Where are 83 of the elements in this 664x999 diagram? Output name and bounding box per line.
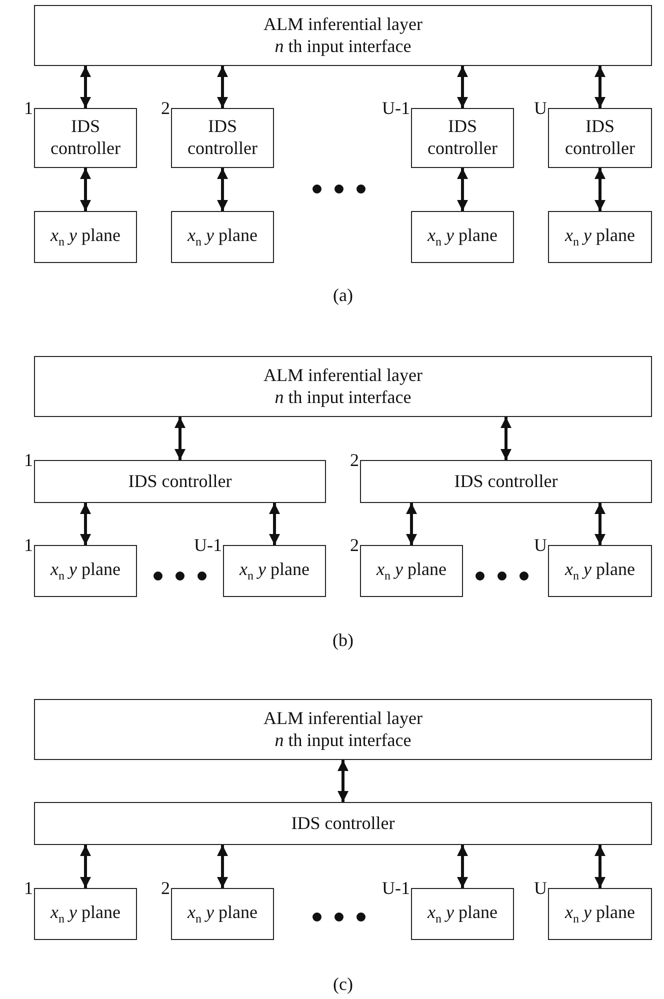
box-text: IDS controller: [50, 116, 122, 160]
process-box: [34, 5, 652, 66]
double-arrow: [338, 760, 348, 802]
double-arrow: [457, 66, 468, 108]
box-text: IDS controller: [291, 812, 395, 834]
box-text: x$_{n}$ y plane: [565, 225, 635, 249]
index-label: U: [534, 536, 547, 554]
process-box: [34, 460, 326, 503]
double-arrow: [217, 845, 228, 888]
box-text: x$_{n}$ y plane: [565, 559, 635, 583]
index-label: 2: [161, 879, 170, 897]
box-text: n th input interface: [274, 730, 412, 752]
box-text: IDS controller: [426, 116, 498, 160]
index-label: 1: [24, 879, 33, 897]
box-text: IDS controller: [564, 116, 636, 160]
double-arrow: [80, 168, 91, 211]
process-box: [171, 108, 274, 168]
process-box: [360, 460, 652, 503]
process-box: [548, 211, 652, 263]
double-arrow: [457, 845, 468, 888]
panel-caption: (a): [333, 286, 353, 304]
process-box: [411, 108, 514, 168]
process-box: [34, 108, 137, 168]
process-box: [548, 888, 652, 940]
box-text: x$_{n}$ y plane: [428, 225, 498, 249]
box-text: x$_{n}$ y plane: [50, 902, 120, 926]
double-arrow: [594, 168, 606, 211]
index-label: 1: [24, 99, 33, 117]
box-text: x$_{n}$ y plane: [50, 225, 120, 249]
panel-caption: (c): [333, 975, 353, 993]
process-box: [34, 211, 137, 263]
process-box: [360, 545, 463, 597]
process-box: [548, 545, 652, 597]
index-label: 2: [350, 451, 359, 469]
box-text: n th input interface: [274, 36, 412, 58]
box-text: ALM inferential layer: [264, 364, 422, 386]
double-arrow: [217, 168, 228, 211]
box-text: IDS controller: [186, 116, 258, 160]
index-label: 2: [350, 536, 359, 554]
index-label: 2: [161, 99, 170, 117]
box-text: x$_{n}$ y plane: [428, 902, 498, 926]
double-arrow: [500, 417, 512, 460]
double-arrow: [594, 845, 606, 888]
process-box: [171, 888, 274, 940]
process-box: [34, 356, 652, 417]
process-box: [223, 545, 326, 597]
double-arrow: [80, 503, 91, 545]
process-box: [34, 802, 652, 845]
box-text: x$_{n}$ y plane: [188, 902, 258, 926]
box-text: x$_{n}$ y plane: [376, 559, 446, 583]
box-text: x$_{n}$ y plane: [240, 559, 310, 583]
index-label: U: [534, 879, 547, 897]
process-box: [548, 108, 652, 168]
box-text: ALM inferential layer: [264, 14, 422, 36]
process-box: [171, 211, 274, 263]
double-arrow: [80, 845, 91, 888]
box-text: ALM inferential layer: [264, 708, 422, 730]
box-text: IDS controller: [128, 470, 232, 492]
process-box: [34, 888, 137, 940]
index-label: 1: [24, 536, 33, 554]
index-label: U-1: [382, 879, 410, 897]
box-text: x$_{n}$ y plane: [188, 225, 258, 249]
index-label: U-1: [194, 536, 222, 554]
double-arrow: [217, 66, 228, 108]
box-text: n th input interface: [274, 386, 412, 408]
box-text: x$_{n}$ y plane: [565, 902, 635, 926]
process-box: [34, 699, 652, 760]
process-box: [411, 888, 514, 940]
process-box: [411, 211, 514, 263]
double-arrow: [406, 503, 417, 545]
index-label: U-1: [382, 99, 410, 117]
double-arrow: [269, 503, 280, 545]
panel-caption: (b): [332, 631, 354, 649]
double-arrow: [457, 168, 468, 211]
double-arrow: [594, 503, 606, 545]
double-arrow: [80, 66, 91, 108]
double-arrow: [174, 417, 186, 460]
index-label: U: [534, 99, 547, 117]
box-text: IDS controller: [454, 470, 558, 492]
process-box: [34, 545, 137, 597]
box-text: x$_{n}$ y plane: [50, 559, 120, 583]
double-arrow: [594, 66, 606, 108]
index-label: 1: [24, 451, 33, 469]
